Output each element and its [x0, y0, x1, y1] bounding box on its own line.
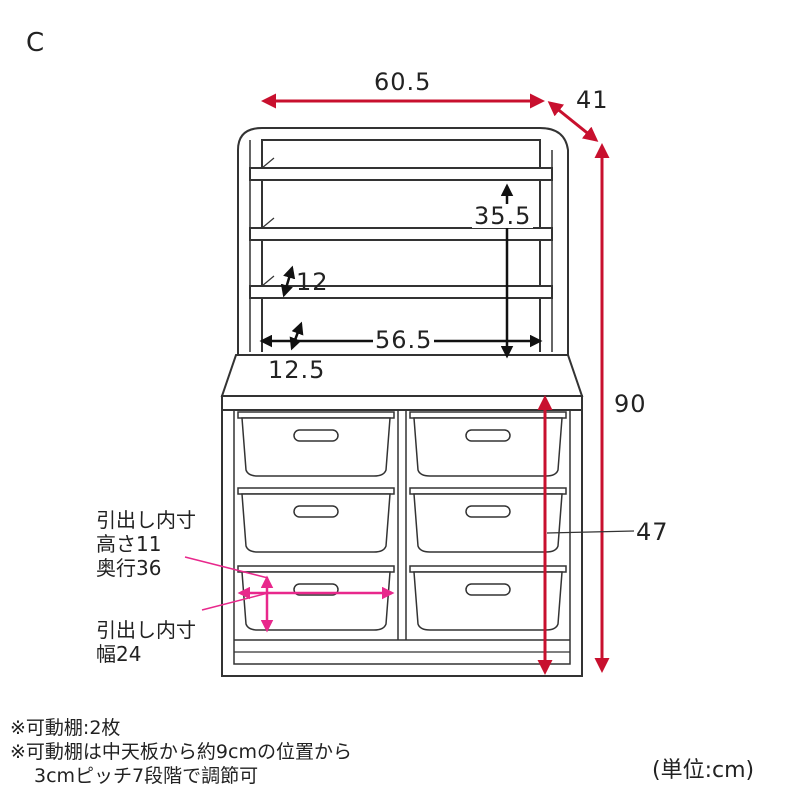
- drawer-bin-1[interactable]: [237, 411, 395, 477]
- variant-label: C: [26, 28, 45, 58]
- drawer-inner-dimension-lines: [184, 556, 395, 633]
- note-line-2: ※可動棚は中天板から約9cmの位置から: [10, 741, 352, 763]
- drawer-bin-2[interactable]: [409, 411, 567, 477]
- note-line-1: ※可動棚:2枚: [10, 717, 121, 739]
- drawer-inner-width-title: 引出し内寸: [96, 618, 196, 642]
- drawer-inner-width: 幅24: [96, 642, 142, 666]
- shelf-height-label: 35.5: [472, 202, 534, 230]
- drawer-handle[interactable]: [465, 429, 511, 442]
- drawer-bin-3[interactable]: [237, 487, 395, 553]
- note-line-3: 3cmピッチ7段階で調節可: [34, 765, 259, 787]
- drawer-handle[interactable]: [293, 429, 339, 442]
- lower-height-leader: [546, 530, 635, 534]
- notes-block: ※可動棚:2枚 ※可動棚は中天板から約9cmの位置から 3cmピッチ7段階で調節…: [10, 716, 352, 788]
- drawer-handle[interactable]: [465, 505, 511, 518]
- drawer-handle[interactable]: [293, 505, 339, 518]
- drawer-group: [237, 411, 567, 631]
- lower-height-label: 47: [636, 518, 669, 546]
- drawer-width-leader: [201, 592, 269, 611]
- shelf-pitch-label: 12: [296, 268, 329, 296]
- drawer-inner-height-depth-note: 引出し内寸 高さ11 奥行36: [96, 508, 196, 580]
- drawer-bin-4[interactable]: [409, 487, 567, 553]
- drawer-inner-width-note: 引出し内寸 幅24: [96, 618, 196, 666]
- drawer-inner-title: 引出し内寸: [96, 508, 196, 532]
- depth-label: 41: [576, 86, 609, 114]
- drawer-bin-6[interactable]: [409, 565, 567, 631]
- mid-top-board: [220, 354, 584, 411]
- shelf-depth-label: 12.5: [268, 356, 326, 384]
- hutch: [237, 127, 569, 355]
- drawer-depth-leader: [184, 556, 269, 579]
- shelf-depth-dim-line: [289, 321, 304, 351]
- depth-dim-line: [547, 101, 599, 142]
- drawer-inner-depth: 奥行36: [96, 556, 162, 580]
- red-dimension-lines: [261, 93, 610, 675]
- shelf-pitch-dim-line: [280, 265, 296, 298]
- height-label: 90: [614, 390, 647, 418]
- width-label: 60.5: [374, 68, 432, 96]
- unit-label: (単位:cm): [652, 758, 755, 783]
- drawer-handle[interactable]: [465, 583, 511, 596]
- lower-cabinet: [221, 410, 583, 677]
- drawer-inner-height: 高さ11: [96, 532, 162, 556]
- inner-width-label: 56.5: [373, 326, 435, 354]
